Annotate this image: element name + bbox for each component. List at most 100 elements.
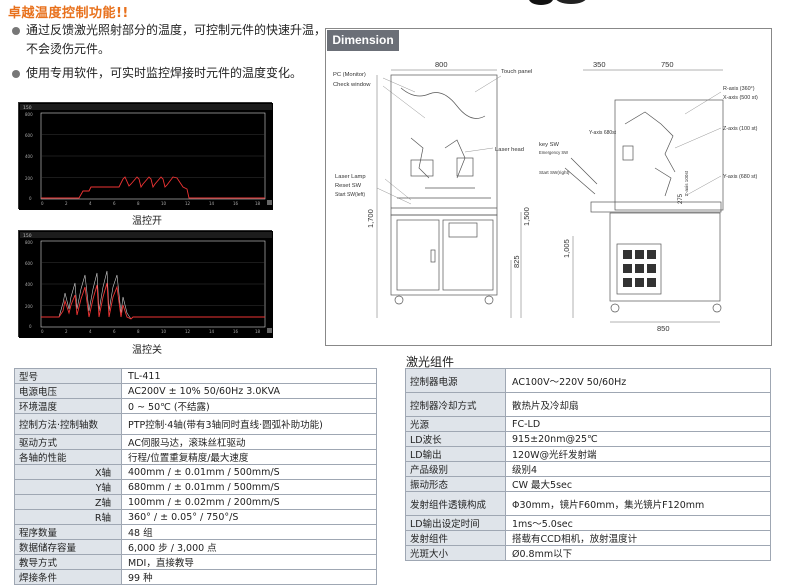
feature-heading: 卓越温度控制功能!! bbox=[8, 6, 129, 21]
graph-x-tick: 10 bbox=[161, 329, 167, 334]
spec-value: 1ms～5.0sec bbox=[505, 515, 771, 531]
spec-key: 电源电压 bbox=[14, 383, 122, 399]
graph-y-tick: 600 bbox=[25, 261, 33, 266]
spec-value: 搭载有CCD相机，放射温度计 bbox=[505, 530, 771, 546]
graph-caption-control-off: 温控关 bbox=[132, 345, 162, 356]
spec-value: 400mm / ± 0.01mm / 500mm/S bbox=[121, 464, 377, 480]
spec-row: 发射组件搭载有CCD相机，放射温度计 bbox=[405, 530, 771, 546]
label-touch-panel: Touch panel bbox=[501, 69, 532, 75]
spec-key: 控制方法·控制轴数 bbox=[14, 413, 122, 435]
graph-scroll-button[interactable] bbox=[267, 200, 272, 205]
graph-x-tick: 2 bbox=[65, 201, 68, 206]
graph-caption-control-on: 温控开 bbox=[132, 216, 162, 227]
dim-1005: 1,005 bbox=[562, 239, 571, 258]
graph-x-tick: 4 bbox=[89, 201, 92, 206]
graph-x-tick: 4 bbox=[89, 329, 92, 334]
spec-key: 控制器电源 bbox=[405, 368, 506, 393]
graph-x-tick: 18 bbox=[255, 201, 261, 206]
dimension-drawing: 800 350 750 850 1,700 1,500 825 1,005 27… bbox=[333, 60, 758, 333]
graph-x-tick: 0 bbox=[41, 201, 44, 206]
spec-value: 0 ~ 50℃ (不结露) bbox=[121, 398, 377, 414]
label-z-axis: Z-axis (100 st) bbox=[723, 126, 758, 132]
spec-key: LD波长 bbox=[405, 431, 506, 447]
spec-value: 6,000 步 / 3,000 点 bbox=[121, 539, 377, 555]
spec-key: LD输出设定时间 bbox=[405, 515, 506, 531]
graph-x-tick: 0 bbox=[41, 329, 44, 334]
dim-1500: 1,500 bbox=[522, 207, 531, 226]
front-upper-body bbox=[390, 74, 498, 216]
temperature-graph-control-on: 150 0 2 4 6 8 10 12 14 16 18 800 600 400… bbox=[18, 102, 273, 210]
graph-y-tick: 800 bbox=[25, 240, 33, 245]
dim-350: 350 bbox=[593, 60, 606, 69]
graph-x-tick: 18 bbox=[255, 329, 261, 334]
feature-bullet-2: 使用专用软件，可实时监控焊接时元件的温度变化。 bbox=[12, 64, 330, 83]
graph-x-tick: 16 bbox=[233, 329, 239, 334]
graph-y-tick: 200 bbox=[25, 304, 33, 309]
spec-value: MDI，直接教导 bbox=[121, 554, 377, 570]
side-upper-body bbox=[614, 99, 724, 211]
spec-value: 360° / ± 0.05° / 750°/S bbox=[121, 509, 377, 525]
spec-value: 680mm / ± 0.01mm / 500mm/S bbox=[121, 479, 377, 495]
dim-825: 825 bbox=[512, 255, 521, 268]
dim-1700: 1,700 bbox=[366, 209, 375, 228]
spec-value: AC伺服马达，滚珠丝杠驱动 bbox=[121, 434, 377, 450]
label-reset-sw: Reset SW bbox=[335, 183, 362, 189]
spec-key: 各轴的性能 bbox=[14, 449, 122, 465]
graph-y-tick: 0 bbox=[29, 324, 32, 329]
spec-value: Ø0.8mm以下 bbox=[505, 545, 771, 561]
label-pc-monitor: PC (Monitor) bbox=[333, 72, 366, 78]
graph-x-tick: 12 bbox=[185, 329, 191, 334]
spec-key: 环境温度 bbox=[14, 398, 122, 414]
label-key-sw: key SW bbox=[539, 142, 559, 148]
feature-bullet-1: 通过反馈激光照射部分的温度，可控制元件的快速升温，不会烫伤元件。 bbox=[12, 21, 330, 59]
label-y-axis-right: Y-axis (680 st) bbox=[723, 174, 757, 180]
dim-275: 275 bbox=[678, 193, 684, 204]
graph-x-tick: 8 bbox=[137, 201, 140, 206]
dimension-panel bbox=[325, 28, 772, 346]
spec-value: 48 组 bbox=[121, 524, 377, 540]
dim-850: 850 bbox=[657, 324, 670, 333]
spec-value: 120W@光纤发射端 bbox=[505, 446, 771, 462]
side-cooling-panel bbox=[616, 243, 662, 295]
bullet-dot-icon bbox=[12, 27, 20, 35]
spec-key: Y轴 bbox=[14, 479, 122, 495]
spec-value: TL-411 bbox=[121, 368, 377, 384]
label-r-axis: R-axis (360°) bbox=[723, 86, 755, 92]
graph-top-label: 150 bbox=[23, 233, 32, 239]
spec-key: 发射组件 bbox=[405, 530, 506, 546]
spec-value: CW 最大5sec bbox=[505, 476, 771, 492]
spec-row: 各轴的性能行程/位置重复精度/最大速度 bbox=[14, 449, 377, 465]
spec-key: 型号 bbox=[14, 368, 122, 384]
graph-y-tick: 400 bbox=[25, 282, 33, 287]
graph-x-tick: 2 bbox=[65, 329, 68, 334]
laser-section-title: 激光组件 bbox=[406, 355, 455, 369]
label-z-axis-small: Z-axis 100st bbox=[684, 170, 689, 196]
graph-y-tick: 400 bbox=[25, 154, 33, 159]
label-laser-lamp: Laser Lamp bbox=[335, 174, 366, 180]
graph-x-tick: 12 bbox=[185, 201, 191, 206]
graph-scroll-button[interactable] bbox=[267, 328, 272, 333]
label-emergency-sw: Emergency SW bbox=[539, 150, 568, 155]
front-lower-body bbox=[390, 214, 498, 296]
graph-x-tick: 16 bbox=[233, 201, 239, 206]
graph-x-tick: 8 bbox=[137, 329, 140, 334]
label-laser-head: Laser head bbox=[495, 147, 524, 153]
spec-value: 99 种 bbox=[121, 569, 377, 585]
spec-value: AC200V ± 10% 50/60Hz 3.0KVA bbox=[121, 383, 377, 399]
spec-key: 产品级别 bbox=[405, 461, 506, 477]
spec-key: 光源 bbox=[405, 416, 506, 432]
